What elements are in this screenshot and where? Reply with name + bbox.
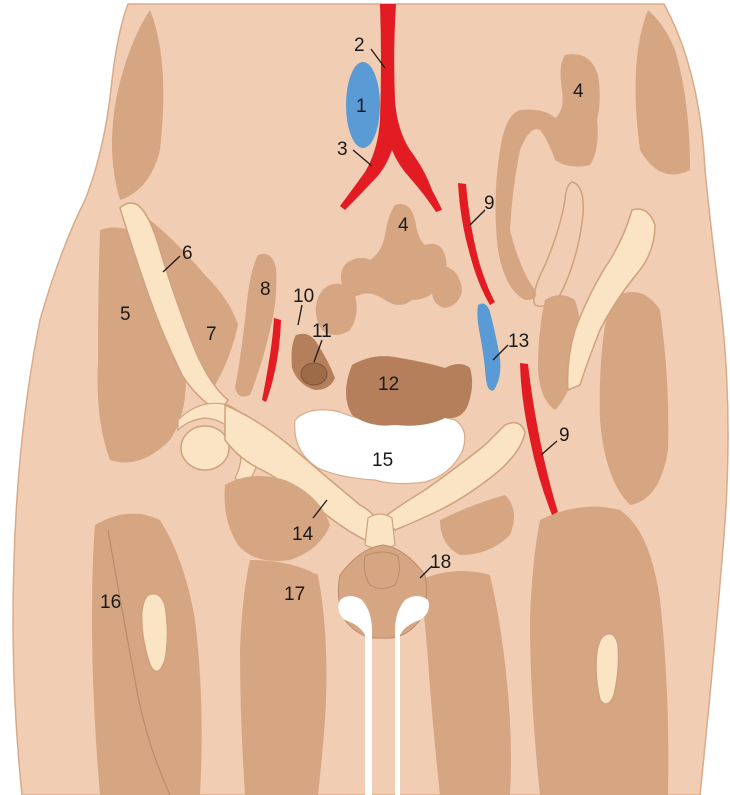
label-10: 10 [293,286,314,307]
label-17: 17 [284,584,305,605]
label-5: 5 [120,304,131,325]
label-9-upper: 9 [484,193,495,214]
label-4-middle: 4 [398,215,409,236]
label-4-upper: 4 [573,81,584,102]
femur-shaft-right [596,634,619,704]
label-16: 16 [100,592,121,613]
label-7: 7 [206,324,217,345]
femoral-head-left [181,426,229,470]
label-6: 6 [182,243,193,264]
label-13: 13 [508,331,529,352]
bulb-outline [364,552,399,589]
rectum [346,356,472,426]
label-1: 1 [356,96,367,117]
pubic-symphysis [365,514,395,549]
seminal-vesicle [301,363,327,385]
right-abdominal-wall-muscle [636,10,691,175]
label-14: 14 [292,524,314,545]
label-18: 18 [430,552,451,573]
label-12: 12 [378,374,399,395]
label-11: 11 [312,321,332,342]
label-3: 3 [337,139,348,160]
label-8: 8 [260,279,271,300]
label-15: 15 [372,450,393,471]
label-2: 2 [354,35,365,56]
label-9-lower: 9 [559,425,570,446]
